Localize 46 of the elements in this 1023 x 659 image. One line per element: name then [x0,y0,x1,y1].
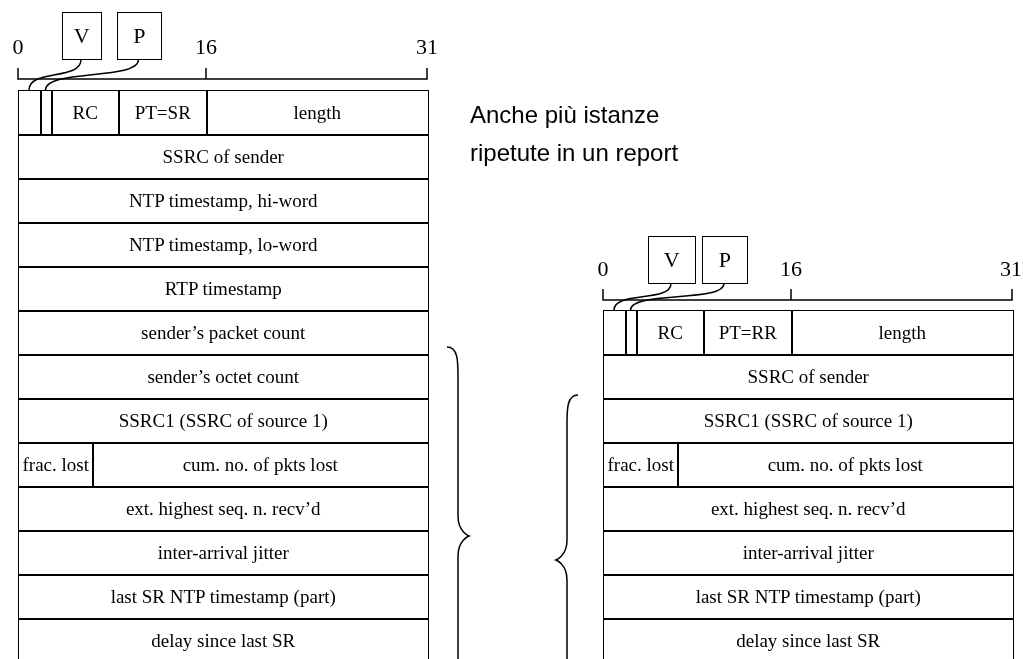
packet-field: sender’s packet count [18,310,429,356]
bit-number: 31 [416,34,438,60]
leader-line [613,282,672,311]
packet-field [625,310,638,356]
packet-field [18,90,42,136]
packet-field: sender’s octet count [18,354,429,400]
packet-field: SSRC of sender [18,134,429,180]
bit-number: 0 [597,256,609,282]
bit-number: 0 [12,34,24,60]
bit-number: 31 [1000,256,1022,282]
packet-field: RC [636,310,705,356]
packet-field: SSRC1 (SSRC of source 1) [18,398,429,444]
packet-field: SSRC1 (SSRC of source 1) [603,398,1014,444]
field-tag-box: V [62,12,102,60]
bit-number: 16 [195,34,217,60]
packet-field [603,310,627,356]
packet-field: length [206,90,429,136]
leader-line [629,282,725,311]
packet-field: delay since last SR [18,618,429,659]
packet-field: inter-arrival jitter [603,530,1014,576]
packet-field: delay since last SR [603,618,1014,659]
packet-field [40,90,53,136]
leader-line [28,58,82,91]
packet-field: frac. lost [18,442,94,488]
packet-field: last SR NTP timestamp (part) [18,574,429,620]
packet-field: inter-arrival jitter [18,530,429,576]
packet-field: RTP timestamp [18,266,429,312]
packet-field: SSRC of sender [603,354,1014,400]
leader-line [44,58,140,91]
packet-field: length [791,310,1014,356]
packet-field: ext. highest seq. n. recv’d [603,486,1014,532]
field-tag-box: P [702,236,748,284]
note-text: Anche più istanze ripetute in un report [470,100,680,168]
field-tag-box: P [117,12,162,60]
packet-field: PT=SR [118,90,208,136]
packet-field: RC [51,90,120,136]
packet-field: ext. highest seq. n. recv’d [18,486,429,532]
packet-field: cum. no. of pkts lost [92,442,429,488]
packet-field: PT=RR [703,310,793,356]
field-tag-box: V [648,236,696,284]
bit-number: 16 [780,256,802,282]
packet-field: NTP timestamp, hi-word [18,178,429,224]
packet-field: NTP timestamp, lo-word [18,222,429,268]
packet-field: last SR NTP timestamp (part) [603,574,1014,620]
packet-field: frac. lost [603,442,679,488]
packet-field: cum. no. of pkts lost [677,442,1014,488]
